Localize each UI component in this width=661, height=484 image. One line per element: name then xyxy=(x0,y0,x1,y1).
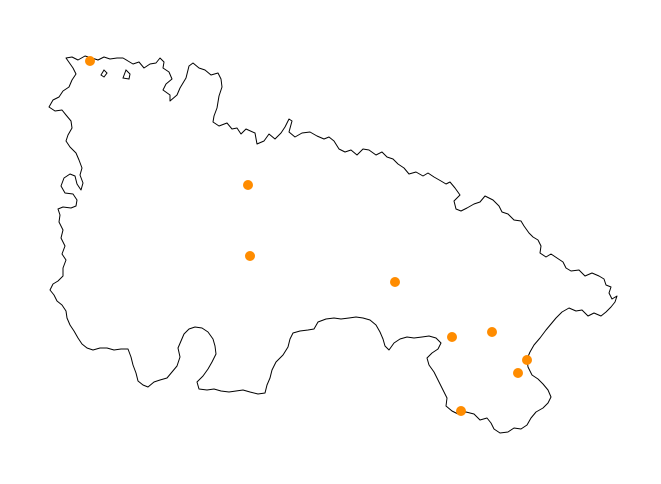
enclave-boundary-left xyxy=(100,69,108,78)
location-marker xyxy=(245,251,255,261)
location-marker xyxy=(390,277,400,287)
region-boundary xyxy=(48,55,618,434)
location-marker xyxy=(487,327,497,337)
location-marker xyxy=(456,406,466,416)
location-marker xyxy=(85,56,95,66)
marker-layer xyxy=(85,56,532,416)
location-marker xyxy=(243,180,253,190)
location-marker xyxy=(513,368,523,378)
enclave-boundary-right xyxy=(122,69,131,80)
location-marker xyxy=(447,332,457,342)
location-marker xyxy=(522,355,532,365)
